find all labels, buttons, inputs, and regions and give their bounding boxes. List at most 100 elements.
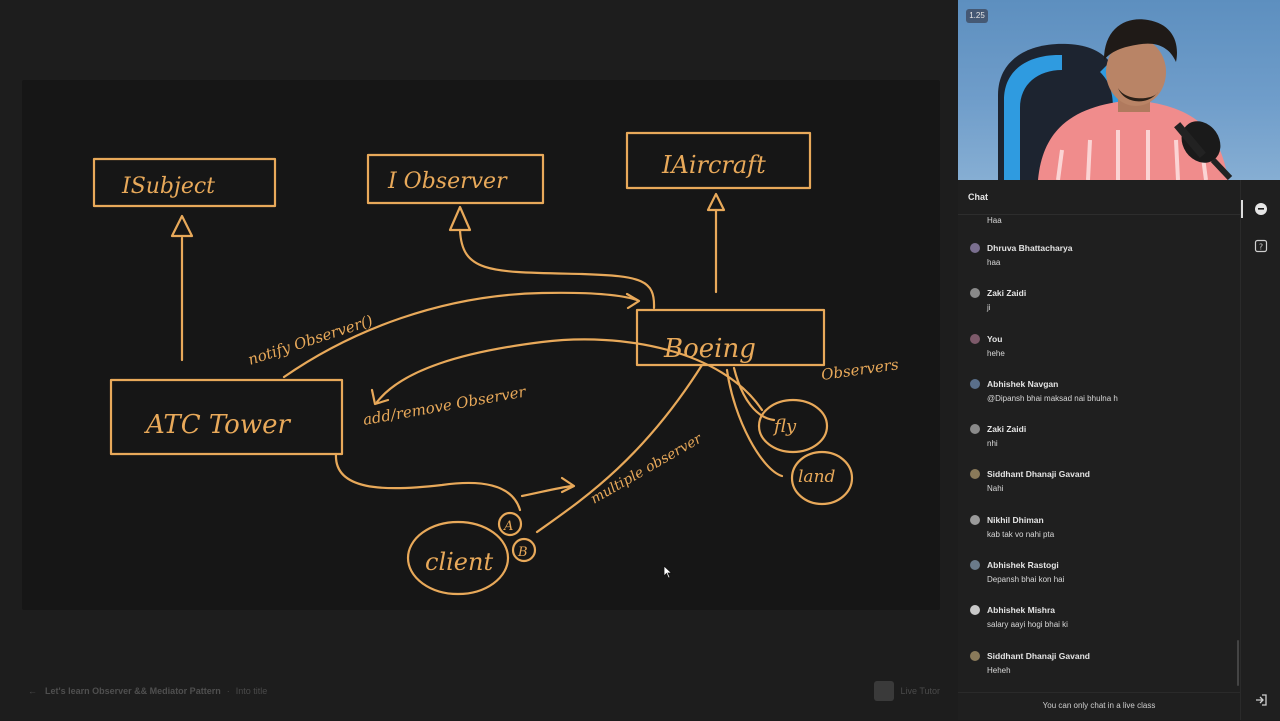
user-avatar [970,560,980,571]
chat-disabled-notice: You can only chat in a live class [958,692,1240,721]
atc-tower-label: ATC Tower [144,410,291,440]
client-to-boeing-line [535,363,704,534]
presenter-info: Live Tutor [874,681,940,701]
iobserver-arrowhead [448,205,472,232]
isubject-box [92,157,277,208]
chat-author: You [987,333,1003,344]
chat-message: Zaki Zaidi ji [968,288,1238,333]
user-avatar [970,605,980,616]
webcam-feed [998,19,1233,180]
chat-text: Heheh [987,665,1011,675]
exit-icon[interactable] [1253,692,1269,708]
chat-text: Nahi [987,484,1004,494]
presenter-name: Live Tutor [900,686,940,696]
playback-speed-badge[interactable]: 1.25 [966,9,988,23]
chat-message: Siddhant Dhanaji Gavand Nahi [968,469,1238,514]
presenter-avatar [874,681,895,701]
user-avatar [970,514,980,525]
iobserver-label: I Observer [387,169,508,194]
client-b-circle [511,537,537,563]
chat-bubble-icon[interactable] [1253,201,1269,217]
fly-label: fly [772,416,797,437]
iobserver-box [366,153,545,205]
chat-message: Nikhil Dhiman kab tak vo nahi pta [968,514,1238,560]
user-avatar [970,378,980,389]
land-label: land [798,467,836,487]
client-a-arrow-line [520,484,574,498]
chat-text: Depansh bhai kon hai [987,575,1065,585]
classroom-stage: ISubject I Observer IAircraft Boeing ATC… [0,80,958,704]
iaircraft-box [625,131,812,190]
chat-title: Chat [968,192,988,202]
atc-to-client-curve [334,452,522,512]
chat-partial-message: Haa [987,216,1002,225]
client-a-circle [497,511,523,537]
fly-circle [757,398,829,454]
client-a-arrowhead [560,476,576,494]
chat-message-list: Dhruva Bhattacharya haa Zaki Zaidi ji Yo… [968,243,1238,696]
client-circle [406,520,510,596]
add-remove-arrowhead [370,388,390,406]
chat-author: Abhishek Mishra [987,605,1056,616]
lesson-meta: Into title [235,686,268,696]
chat-text: hehe [987,348,1005,358]
chat-message: Dhruva Bhattacharya haa [968,243,1238,288]
user-avatar [970,243,980,253]
observers-label: Observers [820,355,900,384]
chat-message: Abhishek Mishra salary aayi hogi bhai ki [968,605,1238,650]
chat-author: Siddhant Dhanaji Gavand [987,469,1090,480]
notify-arrowhead [625,292,641,310]
chat-message: Abhishek Navgan @Dipansh bhai maksad nai… [968,378,1238,424]
whiteboard: ISubject I Observer IAircraft Boeing ATC… [22,80,940,610]
isubject-label: ISubject [121,174,215,199]
instructor-webcam [958,0,1280,180]
chat-message: You hehe [968,333,1238,379]
chat-author: Nikhil Dhiman [987,514,1044,525]
chat-text: @Dipansh bhai maksad nai bhulna h [987,393,1118,403]
multiple-observer-label: multiple observer [588,430,706,507]
rail-active-indicator [1241,200,1243,218]
chat-message: Zaki Zaidi nhi [968,424,1238,469]
svg-text:?: ? [1259,243,1263,252]
chat-author: Zaki Zaidi [987,288,1027,299]
separator: · [226,686,230,696]
add-remove-curve [375,338,764,412]
mouse-cursor-icon [663,565,673,579]
client-b-label: B [517,545,528,560]
question-icon[interactable]: ? [1253,238,1269,254]
user-avatar [970,288,980,299]
user-avatar [970,333,980,344]
boeing-box [635,308,826,367]
lesson-title: Let's learn Observer && Mediator Pattern [45,686,221,696]
client-a-label: A [503,519,513,534]
add-remove-label: add/remove Observer [362,382,528,428]
boeing-to-land-line [725,368,784,478]
chat-text: ji [987,303,991,313]
chat-panel: Chat Haa Dhruva Bhattacharya haa Zaki Za… [958,180,1280,720]
chat-text: nhi [987,439,998,449]
chat-text: salary aayi hogi bhai ki [987,620,1068,630]
boeing-label: Boeing [663,334,756,364]
chat-message: Siddhant Dhanaji Gavand Heheh [968,650,1238,696]
whiteboard-drawing: ISubject I Observer IAircraft Boeing ATC… [92,131,900,596]
chat-author: Dhruva Bhattacharya [987,243,1073,253]
iaircraft-label: IAircraft [661,151,766,179]
chat-divider [958,214,1240,215]
chat-text: haa [987,258,1001,267]
boeing-to-fly-line [732,366,776,422]
chat-scrollbar[interactable] [1237,640,1239,686]
chat-text: kab tak vo nahi pta [987,529,1055,539]
chat-author: Abhishek Rastogi [987,560,1059,571]
arrow-left-icon[interactable]: ← [28,686,37,696]
lesson-info-bar: ← Let's learn Observer && Mediator Patte… [0,678,958,704]
boeing-to-iobserver-line [458,228,656,310]
side-rail: ? [1240,180,1280,720]
user-avatar [970,469,980,480]
user-avatar [970,424,980,435]
atc-tower-box [109,378,344,456]
chat-author: Abhishek Navgan [987,378,1059,389]
chat-author: Siddhant Dhanaji Gavand [987,650,1090,661]
chat-message: Abhishek Rastogi Depansh bhai kon hai [968,560,1238,605]
client-label: client [425,548,493,576]
land-circle [790,450,854,506]
